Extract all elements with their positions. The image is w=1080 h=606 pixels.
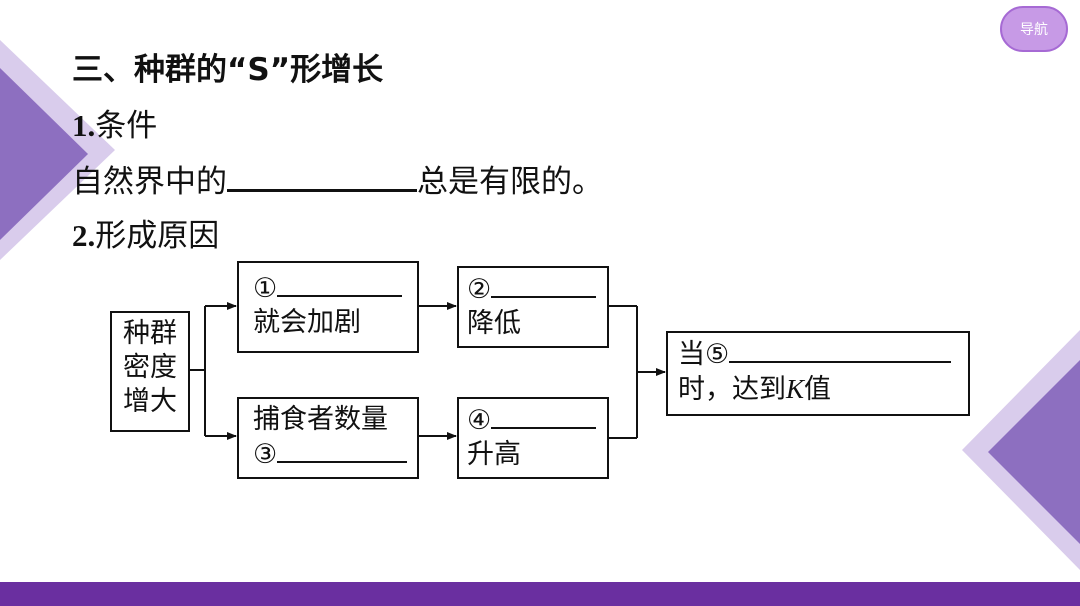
population-density-box: 种群 密度 增大 (110, 311, 190, 432)
start-line-2: 密度 (123, 352, 177, 383)
decorative-triangle-right-inner (988, 360, 1080, 544)
box3-text: 捕食者数量 (253, 404, 388, 435)
flow-box-3: 捕食者数量 ③ (237, 397, 419, 479)
footer-bar (0, 582, 1080, 606)
blank-marker-2: ② (467, 274, 492, 305)
flow-box-4: ④ 升高 (457, 397, 609, 479)
blank-marker-1: ① (253, 273, 278, 304)
blank-marker-5: 当⑤ (678, 339, 730, 370)
box2-text: 降低 (467, 308, 521, 339)
answer-blank-3 (277, 437, 408, 463)
subheading-causes: 2.形成原因 (72, 210, 219, 255)
subheading-title: 形成原因 (95, 218, 220, 254)
blank-marker-4: ④ (467, 405, 492, 436)
nav-button[interactable]: 导航 (1000, 6, 1068, 52)
start-line-3: 增大 (123, 386, 177, 417)
result-text-after: 值 (804, 374, 832, 405)
answer-blank (227, 163, 417, 192)
subheading-number: 1. (72, 108, 96, 143)
answer-blank-1 (277, 271, 403, 297)
decorative-triangle-left-inner (0, 68, 88, 240)
box4-text: 升高 (467, 439, 521, 470)
k-symbol: K (786, 374, 805, 404)
subheading-title: 条件 (95, 108, 158, 144)
section-heading: 三、种群的“S”形增长 (72, 52, 384, 88)
flow-box-2: ② 降低 (457, 266, 609, 348)
result-text-before: 时，达到 (678, 374, 786, 405)
condition-sentence: 自然界中的 总是有限的。 (72, 156, 603, 201)
blank-marker-3: ③ (253, 439, 278, 470)
condition-text-after: 总是有限的。 (417, 164, 603, 200)
condition-text-before: 自然界中的 (72, 164, 227, 200)
subheading-number: 2. (72, 218, 96, 253)
answer-blank-2 (491, 272, 597, 298)
box1-text: 就会加剧 (253, 307, 361, 338)
start-line-1: 种群 (123, 318, 177, 349)
subheading-conditions: 1.条件 (72, 100, 157, 145)
flow-box-1: ① 就会加剧 (237, 261, 419, 353)
answer-blank-4 (491, 403, 597, 429)
answer-blank-5 (729, 337, 952, 363)
flow-box-result: 当⑤ 时，达到K值 (666, 331, 970, 416)
